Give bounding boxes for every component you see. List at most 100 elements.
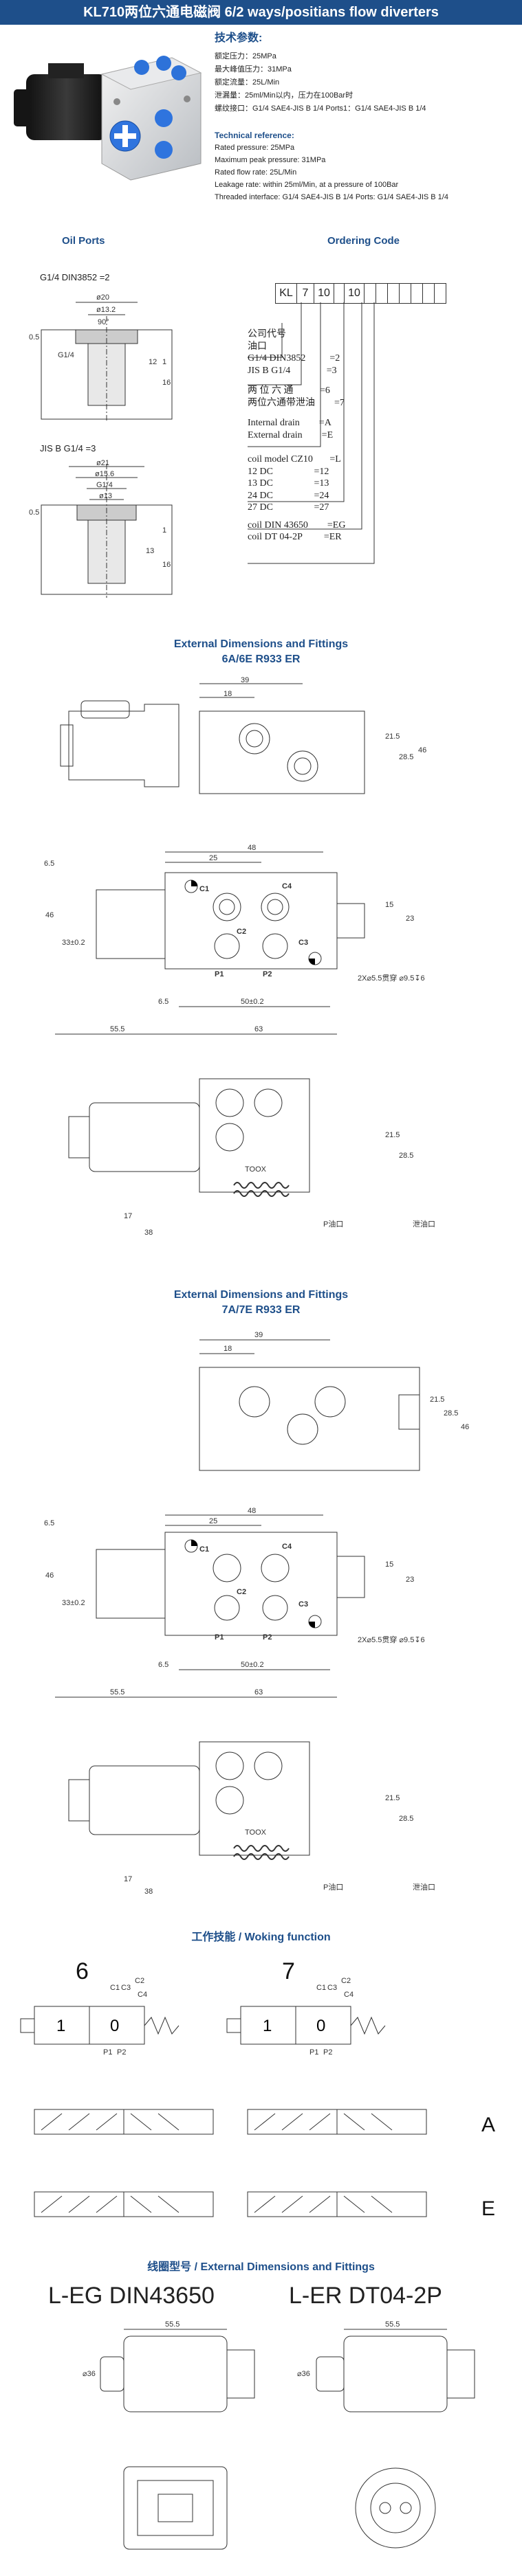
ordering-line: 12 DC =12	[248, 466, 329, 477]
header-bar: KL710两位六通电磁阀 6/2 ways/positians flow div…	[0, 0, 522, 25]
code-cell	[435, 283, 446, 304]
ordering-line: G1/4 DIN3852 =2	[248, 353, 340, 363]
port-label: C1	[199, 1545, 209, 1554]
dim-label: TOOX	[245, 1165, 267, 1174]
dim-label: 28.5	[399, 753, 413, 761]
dim-label: 25	[209, 1517, 217, 1525]
dims-6a-subtitle: 6A/6E R933 ER	[221, 653, 301, 665]
dim-label: 2X⌀5.5贯穿 ⌀9.5↧6	[358, 973, 425, 983]
dims-6a-title: External Dimensions and Fittings	[173, 638, 349, 650]
port-label: C1	[199, 885, 209, 893]
ordering-line: 24 DC =24	[248, 490, 329, 501]
pos-label: 1	[56, 2017, 65, 2035]
dim-label: 48	[248, 1507, 256, 1515]
dim-label: 15	[385, 901, 393, 909]
oil-port-drawing-1: ø20 ø13.2 90° G1/4 0.5 12 1 16	[29, 293, 173, 423]
dim-label: 48	[248, 844, 256, 852]
port-label: C3	[298, 939, 308, 947]
page-title: KL710两位六通电磁阀 6/2 ways/positians flow div…	[83, 5, 439, 20]
dim-label: 28.5	[399, 1815, 413, 1823]
ordering-line: 27 DC =27	[248, 502, 329, 513]
code-cell	[400, 283, 411, 304]
pos-label: 1	[263, 2017, 272, 2035]
dim-label: 0.5	[29, 333, 39, 341]
dim-label: 50±0.2	[241, 998, 264, 1006]
ordering-line: 公司代号	[248, 329, 286, 339]
port-label: P2	[263, 970, 272, 978]
dim-label: 6.5	[158, 998, 168, 1006]
dims-7a-drawing: 39 18 21.5 28.5 46 48 25 6.5 C1 C4 C2 C3…	[44, 1331, 469, 1896]
port-label: C4	[282, 1543, 292, 1551]
function-label-7: 7	[282, 1958, 295, 1984]
port-label: C2	[237, 1588, 246, 1596]
port-label: C2	[135, 1977, 144, 1985]
port-label: C4	[344, 1991, 354, 1999]
oil-port-jis: JIS B G1/4 =3	[40, 443, 96, 453]
spec-row: 最大峰值压力：31MPa	[215, 65, 292, 74]
specs-cn-title: 技术参数:	[215, 32, 263, 44]
dim-label: TOOX	[245, 1828, 267, 1837]
dim-label: 21.5	[430, 1396, 444, 1404]
dim-label: 18	[224, 690, 232, 698]
product-photo	[14, 56, 202, 181]
coil-left-title: L-EG DIN43650	[48, 2283, 215, 2309]
port-label: P2	[117, 2048, 126, 2057]
ordering-title: Ordering Code	[327, 235, 400, 247]
dim-label: 46	[418, 746, 426, 754]
coil-dim: 55.5	[165, 2320, 180, 2329]
dim-label: 38	[144, 1229, 153, 1237]
dim-label: 15	[385, 1560, 393, 1569]
port-label: P1	[103, 2048, 112, 2057]
ordering-line: External drain =E	[248, 429, 334, 440]
dims-7a-title: External Dimensions and Fittings	[173, 1289, 349, 1301]
function-label-e: E	[481, 2197, 495, 2220]
specs-en: Technical reference: Rated pressure: 25M…	[215, 129, 448, 203]
dim-label: 0.5	[29, 508, 39, 517]
port-label: C2	[341, 1977, 351, 1985]
spec-row: Leakage rate: within 25ml/Min, at a pres…	[215, 181, 399, 189]
dim-label: ø20	[96, 293, 109, 302]
dim-label: 6.5	[44, 1519, 54, 1527]
dims-6a-drawing: 39 18 21.5 28.5 46 48 25 6.5 C1 C4 C2 C3…	[44, 677, 435, 1237]
ordering-line: Internal drain =A	[248, 418, 331, 428]
dim-label: 38	[144, 1888, 153, 1896]
function-title: 工作技能 / Woking function	[191, 1931, 331, 1943]
function-label-a: A	[481, 2114, 495, 2136]
coil-dim: ⌀36	[83, 2370, 96, 2378]
dim-label: 泄油口	[413, 1219, 435, 1229]
pos-label: 0	[110, 2017, 119, 2035]
ordering-line: coil DIN 43650 =EG	[248, 519, 346, 530]
code-cell: KL	[275, 283, 297, 304]
dim-label: 6.5	[158, 1661, 168, 1669]
code-cell	[365, 283, 376, 304]
dim-label: 55.5	[110, 1025, 124, 1033]
dim-label: 28.5	[399, 1152, 413, 1160]
spec-row: Threaded interface: G1/4 SAE4-JIS B 1/4 …	[215, 193, 448, 201]
dim-label: 21.5	[385, 1794, 400, 1802]
dim-label: P油口	[323, 1882, 343, 1892]
dim-label: 90°	[98, 318, 109, 326]
dim-label: 2X⌀5.5贯穿 ⌀9.5↧6	[358, 1635, 425, 1644]
function-row-a: A	[34, 2109, 495, 2136]
dim-label: ø21	[96, 459, 109, 467]
dim-label: 21.5	[385, 1131, 400, 1139]
spec-row: 额定流量：25L/Min	[215, 78, 280, 87]
pos-label: 0	[316, 2017, 325, 2035]
code-cell	[388, 283, 400, 304]
dim-label: ø15.6	[95, 470, 114, 478]
oil-ports-title: Oil Ports	[62, 235, 105, 247]
dim-label: 6.5	[44, 860, 54, 868]
spec-row: Rated pressure: 25MPa	[215, 144, 295, 152]
dim-label: ø13	[99, 492, 112, 500]
dim-label: G1/4	[96, 481, 113, 489]
spec-row: 额定压力：25MPa	[215, 52, 276, 60]
dim-label: 63	[254, 1025, 263, 1033]
port-label: C4	[282, 882, 292, 891]
dim-label: 33±0.2	[62, 1599, 85, 1607]
ordering-line: 两位六通带泄油 =7	[248, 397, 345, 408]
port-label: P1	[215, 1633, 224, 1642]
code-cell: 10	[345, 283, 365, 304]
ordering-connectors	[248, 302, 375, 564]
dim-label: P油口	[323, 1219, 343, 1229]
dim-label: 17	[124, 1212, 132, 1220]
